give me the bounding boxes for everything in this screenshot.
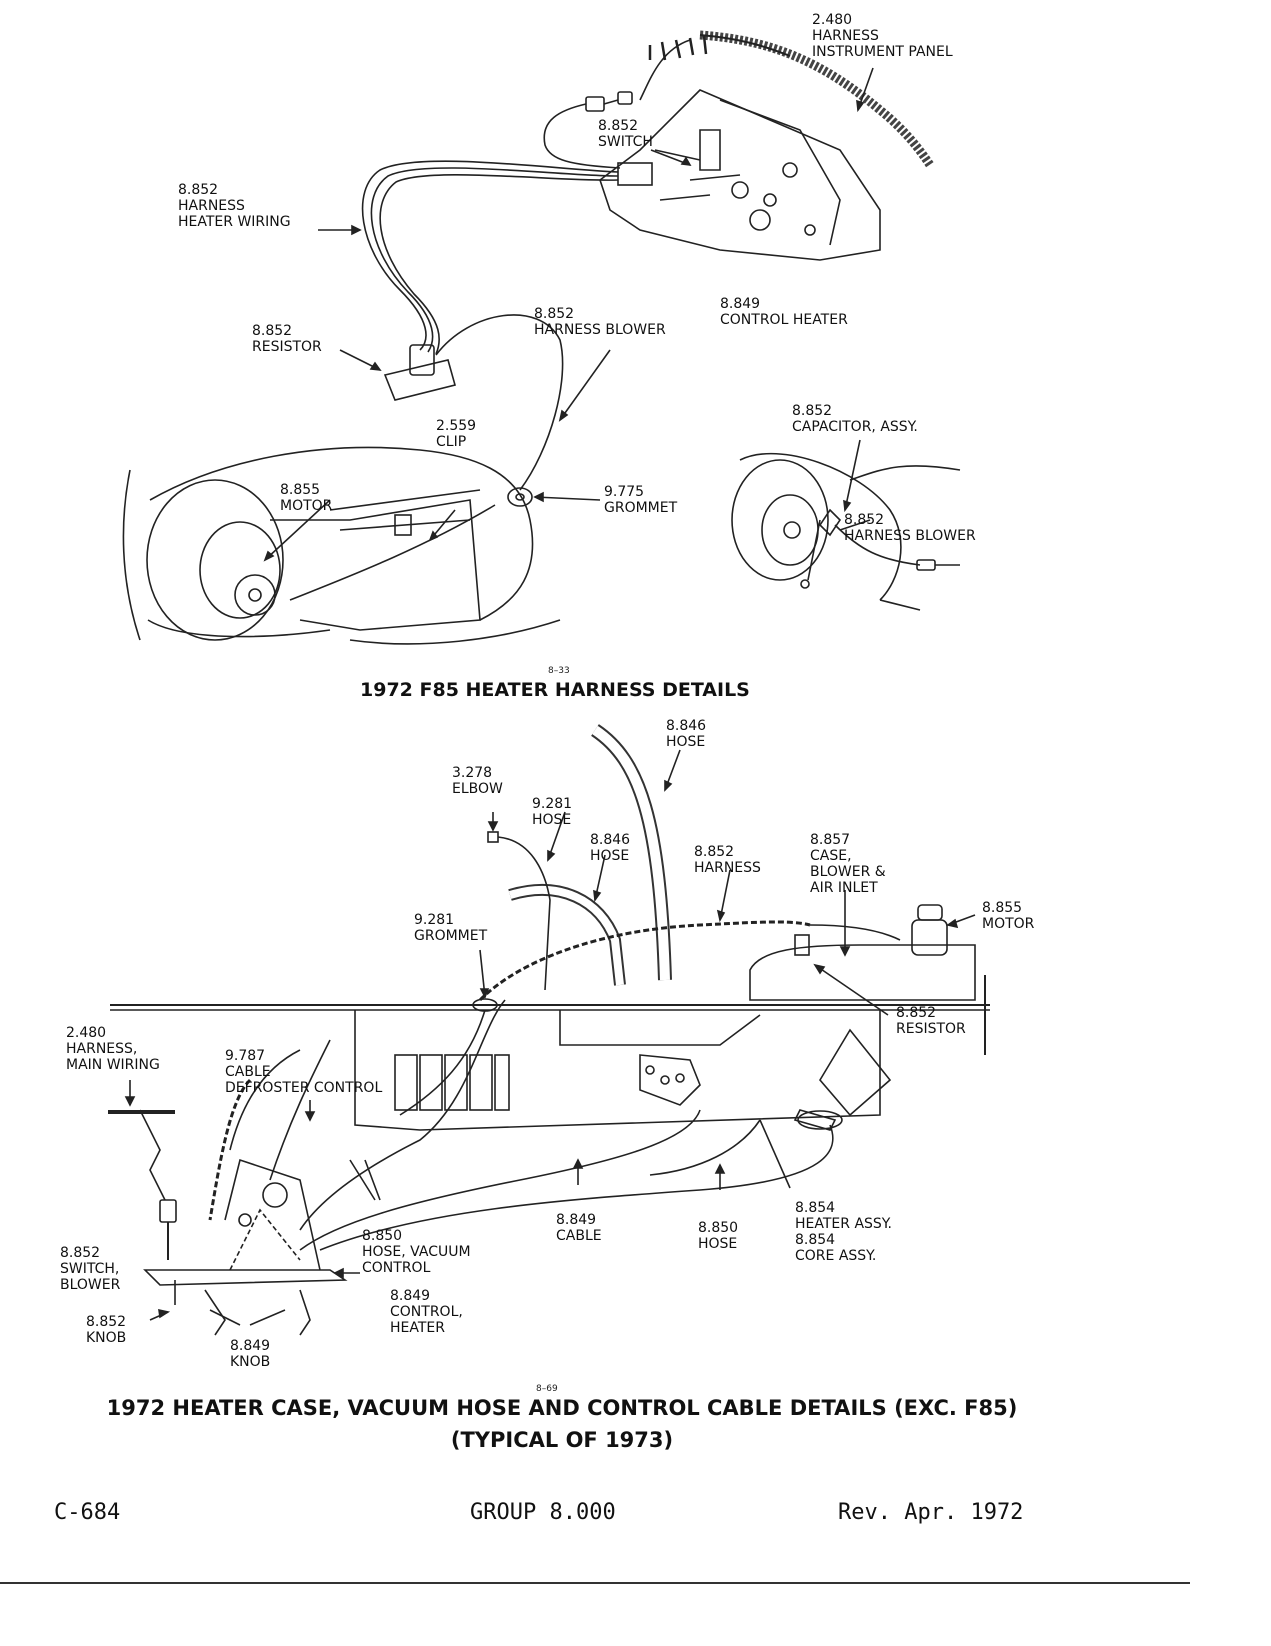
- figure-number-top: 8–33: [548, 666, 570, 676]
- top-figure-title: 1972 F85 HEATER HARNESS DETAILS: [360, 679, 750, 701]
- page-code: C-684: [54, 1500, 121, 1525]
- bottom-figure-title-line2: (TYPICAL OF 1973): [450, 1428, 674, 1452]
- bottom-figure-title-line1: 1972 HEATER CASE, VACUUM HOSE AND CONTRO…: [106, 1396, 1018, 1420]
- group-number: GROUP 8.000: [470, 1500, 616, 1525]
- footer-rule: [0, 1582, 1190, 1584]
- figure-number-bottom: 8–69: [536, 1384, 558, 1394]
- revision-date: Rev. Apr. 1972: [838, 1500, 1024, 1525]
